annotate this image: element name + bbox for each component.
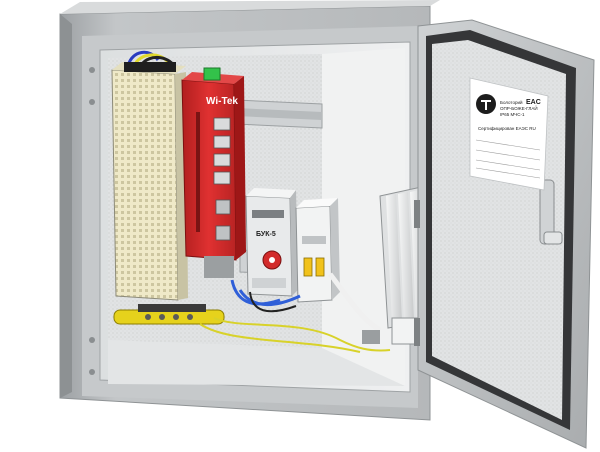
- eac-mark: EAC: [526, 99, 541, 106]
- heater-cable: [328, 272, 382, 333]
- door-label-line2: ОПР-БОЖЕ-ГЛАЙ: [500, 104, 538, 111]
- door-label-sticker: Болоторий ОПР-БОЖЕ-ГЛАЙ IP65 МЧС-1 Серти…: [469, 77, 549, 191]
- circuit-breaker: [295, 198, 340, 303]
- cabinet-door: [414, 19, 595, 449]
- status-leds: [196, 112, 200, 232]
- door-label-line1: Болоторий: [500, 99, 523, 105]
- router-brand-label: Wi-Tek: [206, 96, 238, 107]
- network-switch: Wi-Tek: [181, 67, 246, 278]
- blue-wiring: [230, 279, 301, 313]
- breaker-toggle-left: [303, 257, 313, 277]
- earth-wiring: [199, 317, 391, 353]
- ground-terminal-bar: [113, 304, 225, 325]
- door-label-line4: Сертифицирован ЕАЭС RU: [478, 126, 536, 131]
- relay-module: БУК-5: [245, 188, 298, 297]
- power-connector: [203, 67, 221, 81]
- power-supply-unit: [111, 50, 188, 301]
- door-latch: [539, 179, 563, 245]
- cable-clamp: [362, 330, 380, 344]
- breaker-toggle-right: [315, 257, 325, 277]
- relay-model-label: БУК-5: [256, 231, 276, 238]
- ethernet-ports: [213, 117, 231, 241]
- door-label-line3: IP65 МЧС-1: [500, 112, 525, 117]
